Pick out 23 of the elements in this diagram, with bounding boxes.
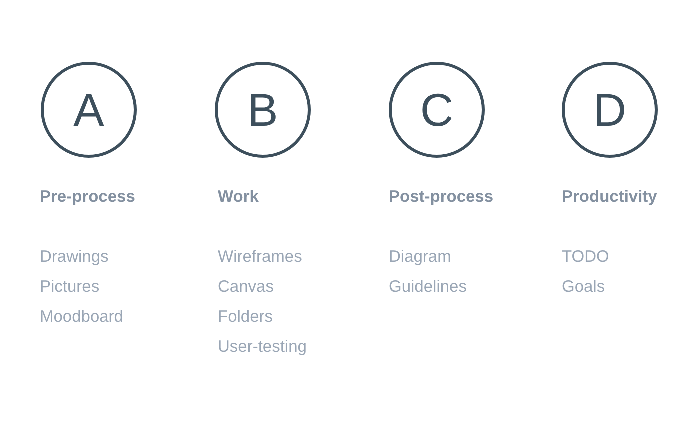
list-item: Wireframes: [218, 247, 302, 267]
list-item: Diagram: [389, 247, 452, 267]
step-circle: [562, 62, 658, 158]
step-letter: C: [420, 87, 454, 133]
list-item: Pictures: [40, 277, 100, 297]
list-item: Drawings: [40, 247, 109, 267]
step-circle: [41, 62, 137, 158]
column-heading: Pre-process: [40, 187, 136, 207]
list-item: Folders: [218, 307, 274, 327]
column-heading: Post-process: [389, 187, 494, 207]
list-item: TODO: [562, 247, 610, 267]
list-item: User-testing: [218, 337, 307, 357]
column-heading: Work: [218, 187, 259, 207]
step-letter: A: [74, 87, 104, 133]
step-letter: D: [593, 87, 627, 133]
list-item: Guidelines: [389, 277, 467, 297]
step-circle: [389, 62, 485, 158]
list-item: Canvas: [218, 277, 274, 297]
step-circle: [215, 62, 311, 158]
step-letter: B: [248, 87, 278, 133]
list-item: Goals: [562, 277, 606, 297]
column-heading: Productivity: [562, 187, 658, 207]
list-item: Moodboard: [40, 307, 124, 327]
